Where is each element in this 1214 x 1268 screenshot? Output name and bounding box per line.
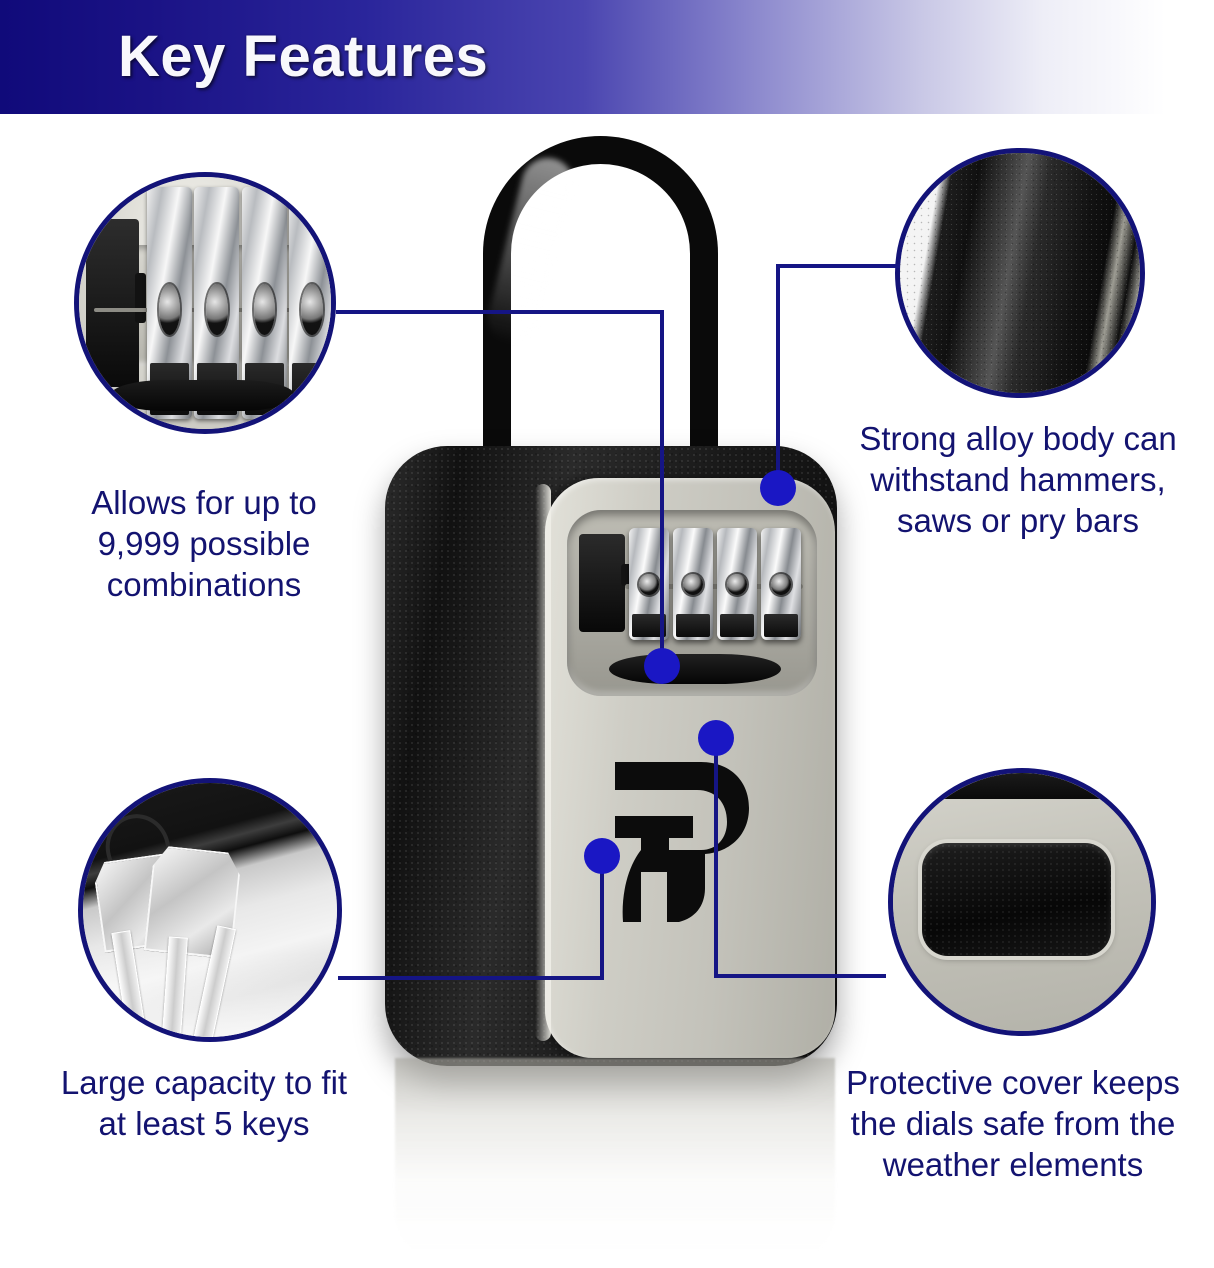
inset-photo [893,773,1151,1031]
anchor-dot-capacity [584,838,620,874]
leader-line-weather-cover [714,744,886,978]
dial-shutter [579,534,638,632]
dial-wheel-4 [289,186,331,420]
leader-line-capacity [338,862,604,980]
anchor-dot-alloy-body [760,470,796,506]
dial-axle [625,584,803,589]
inset-photo [83,783,337,1037]
alloy-texture [900,153,1140,393]
brand-logo-icon [615,762,749,922]
inset-keys-closeup [78,778,342,1042]
faceplate [535,478,835,1058]
cover-top-edge [914,773,1120,800]
leader-line-combinations [336,310,664,660]
dial-wheel-4[interactable] [761,528,801,640]
dial-shutter [86,218,147,388]
cover-slot [922,842,1112,957]
inset-protective-cover-closeup [888,768,1156,1036]
callout-leader-lines [336,264,900,980]
anchor-dot-weather-cover [698,720,734,756]
anchor-dot-combinations [644,648,680,684]
inset-photo [900,153,1140,393]
product-image-lockbox [370,128,850,1268]
caption-alloy-body: Strong alloy body can withstand hammers,… [859,420,1177,539]
dial-wheel-2[interactable] [673,528,713,640]
dial-well [567,510,817,696]
inset-combination-dials-closeup [74,172,336,434]
protective-cover[interactable] [609,654,781,684]
dial-wheel-3[interactable] [717,528,757,640]
caption-weather-cover: Protective cover keeps the dials safe fr… [846,1064,1180,1183]
leader-line-alloy-body [776,264,900,482]
page-title: Key Features [118,24,489,89]
caption-combinations: Allows for up to 9,999 possible combinat… [91,484,317,603]
cover-lip [109,379,295,412]
lock-body [385,446,837,1066]
header-banner: Key Features [0,0,1214,114]
inset-alloy-body-closeup [895,148,1145,398]
faceplate-seam [535,484,551,1041]
caption-capacity: Large capacity to fit at least 5 keys [60,1064,348,1142]
inset-photo [79,177,331,429]
